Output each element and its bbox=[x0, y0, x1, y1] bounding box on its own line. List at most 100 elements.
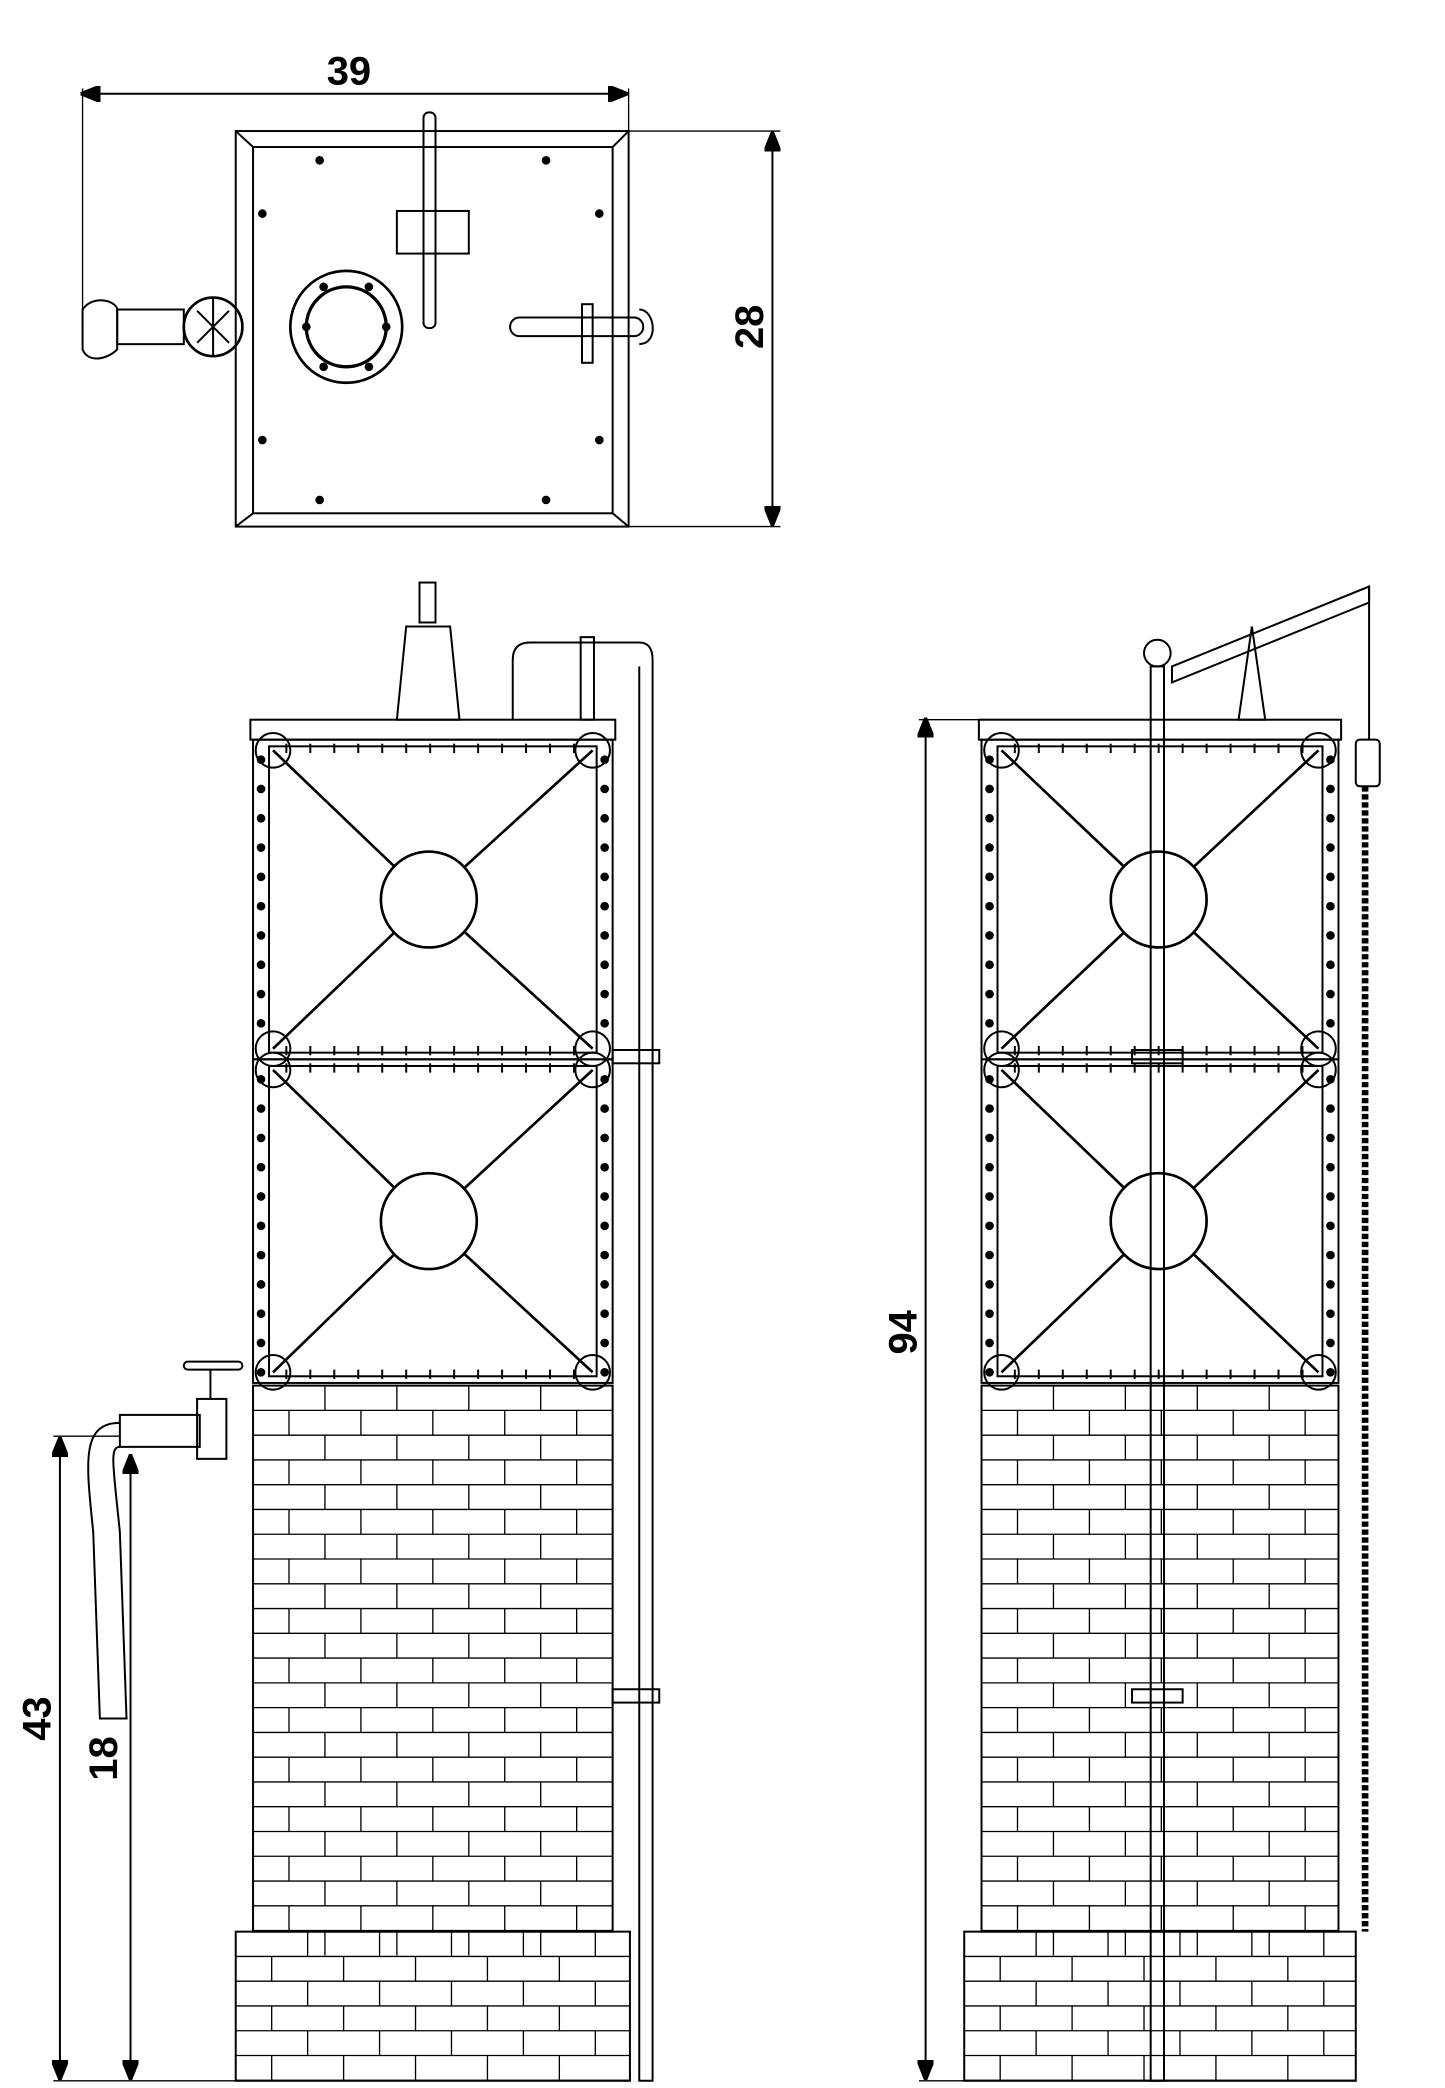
panel-brace bbox=[463, 930, 594, 1050]
panel-boss bbox=[1109, 1171, 1208, 1271]
rivet bbox=[1326, 1250, 1335, 1260]
panel-boss bbox=[379, 1171, 479, 1271]
rivet bbox=[600, 1104, 609, 1113]
rivet bbox=[985, 1221, 994, 1231]
rivet bbox=[1326, 901, 1335, 911]
side-valve bbox=[81, 296, 244, 360]
rivet bbox=[600, 1280, 609, 1289]
rivet bbox=[256, 1221, 266, 1231]
panel-boss bbox=[379, 850, 479, 949]
tank-panel bbox=[252, 738, 614, 1061]
rivet bbox=[256, 1192, 266, 1201]
dimension-label-total-height: 94 bbox=[881, 1310, 925, 1354]
corner-gusset bbox=[1300, 732, 1337, 769]
rivet bbox=[1326, 1280, 1335, 1289]
bolt bbox=[541, 156, 551, 165]
rivet bbox=[256, 1309, 266, 1319]
bolt bbox=[301, 322, 311, 332]
rivet bbox=[1326, 872, 1335, 882]
rivet bbox=[1326, 843, 1335, 852]
rivet bbox=[256, 1133, 266, 1143]
rivet bbox=[985, 755, 994, 764]
rivet bbox=[600, 1338, 609, 1348]
rivet bbox=[1326, 813, 1335, 823]
rivet bbox=[1326, 784, 1335, 794]
corner-gusset bbox=[574, 1051, 611, 1089]
rivet bbox=[1326, 1019, 1335, 1028]
rivet bbox=[985, 872, 994, 882]
dimension-depth: 28 bbox=[628, 130, 781, 528]
bolt bbox=[364, 282, 374, 292]
rivet bbox=[1326, 1192, 1335, 1201]
rivet bbox=[600, 1133, 609, 1143]
corner-gusset bbox=[254, 1353, 292, 1391]
rivet bbox=[985, 813, 994, 823]
lever bbox=[395, 111, 470, 330]
tank-panel bbox=[252, 1058, 614, 1384]
panel-brace bbox=[1000, 749, 1125, 868]
rivet bbox=[985, 960, 994, 970]
rivet bbox=[600, 755, 609, 764]
rivet bbox=[600, 1367, 609, 1377]
corner-gusset bbox=[983, 1051, 1020, 1089]
tank-top-rim bbox=[977, 718, 1343, 741]
rivet bbox=[985, 1133, 994, 1143]
panel-brace bbox=[463, 1068, 594, 1190]
rivet bbox=[600, 784, 609, 794]
tank-panel-inner bbox=[268, 745, 598, 1054]
rivet bbox=[256, 1019, 266, 1028]
corner-gusset bbox=[983, 1353, 1020, 1391]
dimension-hose-end: 18 bbox=[82, 1456, 130, 2078]
rivet bbox=[600, 1250, 609, 1260]
panel-brace bbox=[1000, 1069, 1126, 1189]
rivet bbox=[256, 1162, 266, 1172]
corner-gusset bbox=[1300, 1051, 1337, 1089]
dimension-total-height: 94 bbox=[881, 720, 982, 2082]
rivet bbox=[1326, 1221, 1335, 1231]
panel-brace bbox=[463, 1252, 594, 1374]
front-fittings bbox=[87, 581, 661, 2082]
panel-brace bbox=[272, 1069, 396, 1189]
corner-gusset bbox=[254, 732, 292, 769]
tank-panel bbox=[980, 1058, 1340, 1384]
dimension-width: 39 bbox=[83, 49, 630, 327]
pipe-fitting bbox=[509, 303, 654, 364]
tank-panel-inner bbox=[996, 745, 1324, 1054]
rivet bbox=[256, 1280, 266, 1289]
rivet bbox=[985, 1019, 994, 1028]
corner-gusset bbox=[983, 732, 1020, 769]
bolt bbox=[258, 435, 267, 445]
rivet bbox=[256, 1338, 266, 1348]
rivet bbox=[600, 1192, 609, 1201]
panel-brace bbox=[1000, 1253, 1126, 1374]
rivet bbox=[985, 1280, 994, 1289]
rivet bbox=[600, 843, 609, 852]
rivet bbox=[1326, 1367, 1335, 1377]
rivet bbox=[985, 1162, 994, 1172]
rivet bbox=[256, 1250, 266, 1260]
dimension-label-hose-end: 18 bbox=[82, 1736, 126, 1780]
rivet bbox=[985, 1367, 994, 1377]
tank-panel bbox=[980, 738, 1340, 1061]
rivet bbox=[1326, 755, 1335, 764]
panel-brace bbox=[463, 749, 594, 869]
rivet bbox=[985, 1104, 994, 1113]
panel-brace bbox=[1192, 1253, 1320, 1374]
rivet bbox=[1326, 1074, 1335, 1084]
bolt bbox=[319, 282, 328, 292]
rivet bbox=[1326, 989, 1335, 999]
bolt bbox=[319, 362, 328, 372]
panel-brace bbox=[1192, 749, 1320, 868]
rivet bbox=[600, 931, 609, 940]
side-elevation bbox=[963, 718, 1357, 2082]
panel-boss bbox=[1109, 850, 1208, 949]
rivet bbox=[256, 843, 266, 852]
rivet bbox=[256, 813, 266, 823]
bolt bbox=[381, 322, 391, 332]
dimension-label-depth: 28 bbox=[728, 305, 772, 349]
rivet bbox=[1326, 1309, 1335, 1319]
corner-gusset bbox=[574, 732, 611, 769]
rivet bbox=[985, 1338, 994, 1348]
